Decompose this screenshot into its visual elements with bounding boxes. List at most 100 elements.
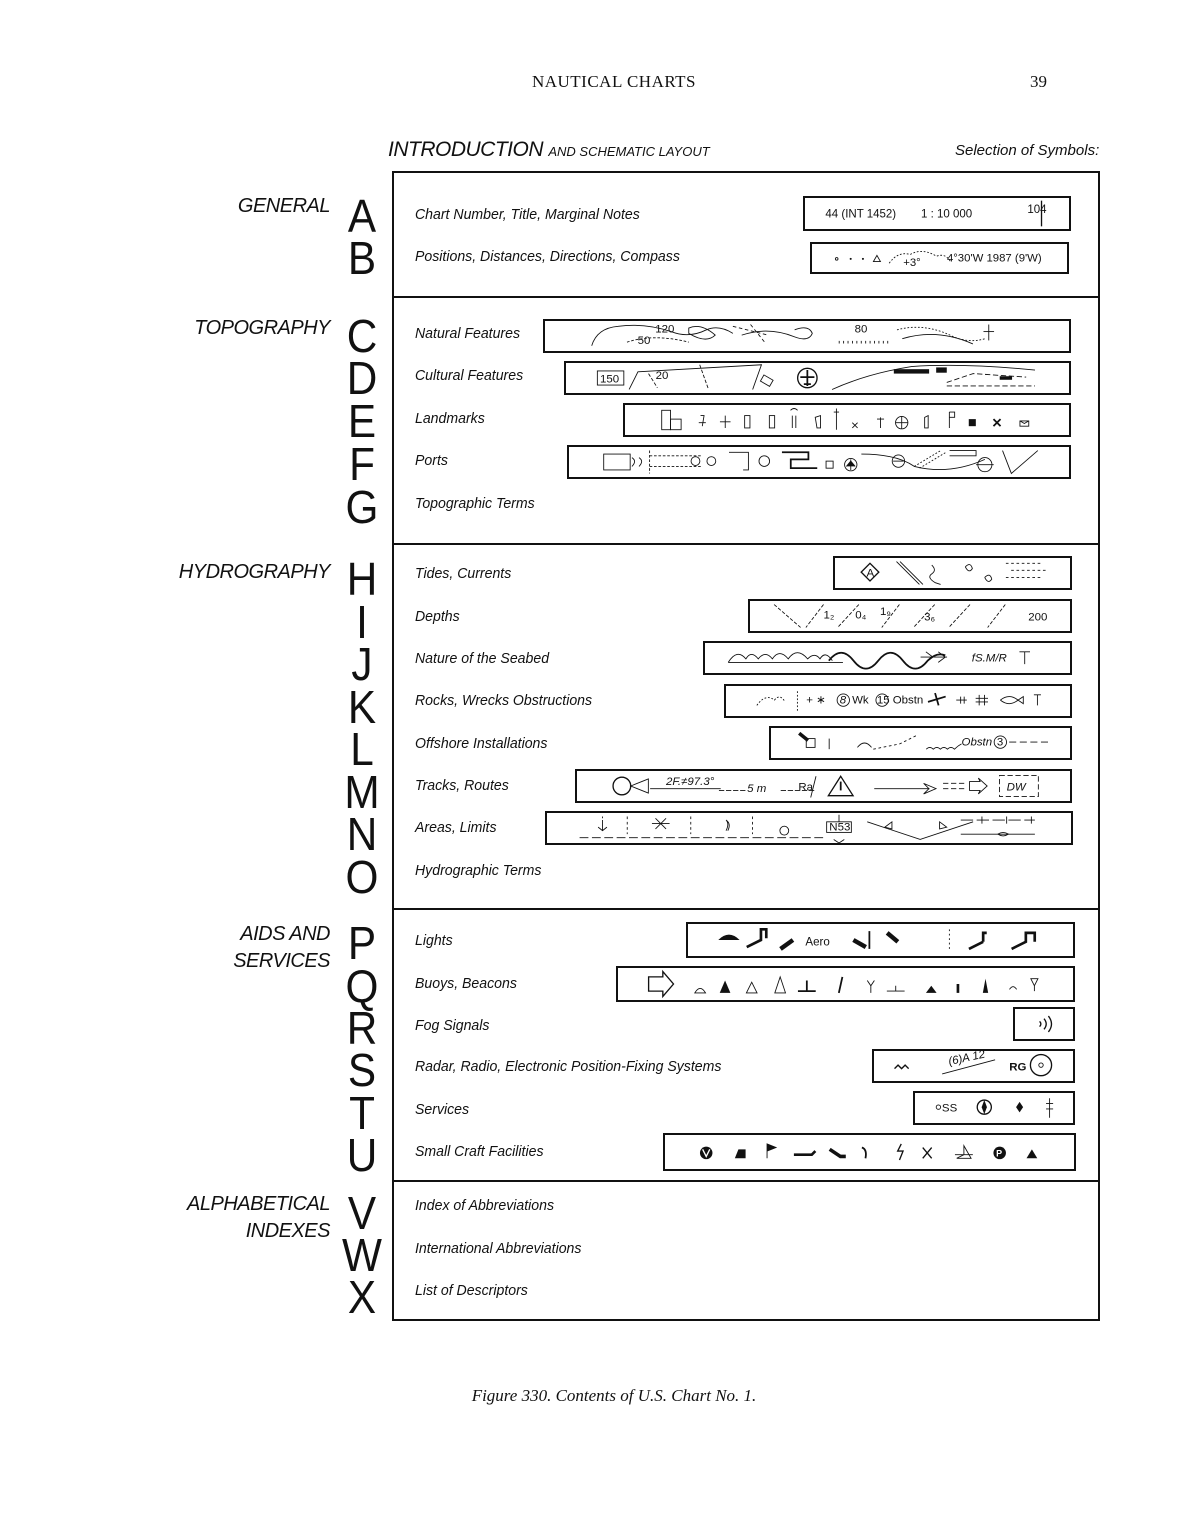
seabed-text: fS.M/R <box>972 653 1007 665</box>
part-letter-j: J <box>351 638 373 690</box>
depth-label: 1₉ <box>880 606 891 618</box>
cultural-150-text: 150 <box>600 373 619 385</box>
part-letter-r: R <box>346 1002 378 1054</box>
symbol-strip-svg: N53 <box>579 814 1035 843</box>
intro-title-main: INTRODUCTION <box>388 138 544 161</box>
running-head-title: NAUTICAL CHARTS <box>531 72 697 91</box>
symbol-strip-svg: Aero <box>718 928 1037 951</box>
section-label-hydrography: HYDROGRAPHY <box>179 559 331 586</box>
section-label-topography: TOPOGRAPHY <box>194 315 330 342</box>
entry-services: Services <box>415 1101 470 1118</box>
symbol-strip-svg: + ∗ 8 Wk 15 Obstn <box>756 691 1041 711</box>
symbol-strip-chart-number: 44 (INT 1452) 1 : 10 000 104 <box>803 196 1071 231</box>
symbol-strip-natural-features: 120 50 80 <box>543 319 1071 353</box>
entry-radar-radio: Radar, Radio, Electronic Position-Fixing… <box>415 1058 722 1075</box>
part-letter-o: O <box>345 851 379 903</box>
symbol-strip-svg: Obstn 3 <box>798 731 1048 750</box>
variation-text: +3° <box>903 257 921 269</box>
symbol-strip-seabed: fS.M/R <box>703 641 1072 675</box>
entry-positions: Positions, Distances, Directions, Compas… <box>415 248 680 265</box>
part-letter-h: H <box>346 553 378 605</box>
symbol-strip-offshore: Obstn 3 <box>769 726 1072 760</box>
entry-topographic-terms: Topographic Terms <box>415 495 535 512</box>
symbol-strip-svg: P <box>699 1143 1038 1161</box>
radar-mark-text: Ra <box>798 781 813 793</box>
tidal-station-text: A <box>866 568 874 580</box>
symbol-strip-svg: SS <box>935 1098 1054 1118</box>
page-number: 39 <box>1030 72 1047 91</box>
entry-chart-number: Chart Number, Title, Marginal Notes <box>415 206 640 223</box>
part-letter-c: C <box>346 310 378 362</box>
section-label-aids-services: AIDS AND SERVICES <box>233 921 330 975</box>
contour-50-text: 50 <box>638 335 651 347</box>
symbol-strip-svg: 1₂ 0₄ 1₉ 3₆ 200 <box>773 604 1047 628</box>
section-label-line: TOPOGRAPHY <box>194 317 330 339</box>
part-letter-u: U <box>346 1129 378 1181</box>
symbol-strip-svg <box>647 969 1039 999</box>
symbol-strip-svg: (6)A 12 RG <box>894 1051 1053 1077</box>
entry-ports: Ports <box>415 452 448 469</box>
symbol-strip-small-craft: P <box>663 1133 1076 1171</box>
aero-light-text: Aero <box>805 936 829 948</box>
radar-beacon-text: RG <box>1009 1061 1026 1073</box>
part-letter-s: S <box>347 1044 377 1096</box>
track-bearing-text: 2F.≠97.3° <box>665 776 715 788</box>
entry-buoys-beacons: Buoys, Beacons <box>415 975 517 992</box>
part-letter-e: E <box>347 395 377 447</box>
entry-list-of-descriptors: List of Descriptors <box>415 1282 528 1299</box>
symbol-strip-svg: 120 50 80 <box>591 323 995 347</box>
depth-label: 3₆ <box>924 611 935 623</box>
depth-200-text: 200 <box>1028 611 1047 623</box>
symbol-strip-tides-currents: A <box>833 556 1072 590</box>
chart-scale-text: 1 : 10 000 <box>921 208 972 220</box>
part-letter-n: N <box>346 808 378 860</box>
entry-areas-limits: Areas, Limits <box>415 819 497 836</box>
section-divider <box>392 1180 1100 1182</box>
part-letter-b: B <box>347 232 377 284</box>
symbol-strip-areas-limits: N53 <box>545 811 1073 845</box>
offshore-obstn-text: Obstn <box>962 737 993 749</box>
entry-cultural-features: Cultural Features <box>415 367 524 384</box>
part-letter-t: T <box>349 1087 375 1139</box>
symbol-strip-lights: Aero <box>686 922 1075 958</box>
selection-of-symbols-label: Selection of Symbols: <box>955 142 1100 159</box>
entry-offshore-installations: Offshore Installations <box>415 735 548 752</box>
symbol-strip-radar-radio: (6)A 12 RG <box>872 1049 1075 1083</box>
part-letter-p: P <box>347 917 377 969</box>
symbol-strip-svg: A <box>860 561 1047 585</box>
depth-label: 1₂ <box>824 610 835 622</box>
signal-station-text: SS <box>942 1103 958 1115</box>
intro-title: INTRODUCTION AND SCHEMATIC LAYOUT <box>388 138 710 162</box>
symbol-strip-tracks-routes: 2F.≠97.3° 5 m Ra DW <box>575 769 1072 803</box>
symbol-strip-svg: 150 20 <box>596 364 1036 390</box>
offshore-depth-text: 3 <box>997 737 1003 749</box>
section-divider <box>392 296 1100 298</box>
symbol-strip-services: SS <box>913 1091 1075 1125</box>
chart-number-text: 44 (INT 1452) <box>825 208 896 220</box>
entry-fog-signals: Fog Signals <box>415 1017 490 1034</box>
symbol-strip-fog-signals <box>1013 1007 1075 1041</box>
part-letter-v: V <box>347 1187 377 1239</box>
racon-text: (6)A 12 <box>947 1051 986 1068</box>
section-label-line: GENERAL <box>237 195 331 217</box>
obstn-text: Obstn <box>893 695 924 707</box>
section-divider <box>392 543 1100 545</box>
symbol-strip-rocks-wrecks: + ∗ 8 Wk 15 Obstn <box>724 684 1072 718</box>
contour-80-text: 80 <box>855 323 868 335</box>
margin-number-text: 104 <box>1027 204 1047 216</box>
part-letter-k: K <box>347 681 377 733</box>
section-divider <box>392 908 1100 910</box>
section-label-line: SERVICES <box>233 950 330 972</box>
entry-rocks-wrecks: Rocks, Wrecks Obstructions <box>415 692 593 709</box>
part-letter-q: Q <box>345 960 379 1012</box>
entry-tracks-routes: Tracks, Routes <box>415 777 509 794</box>
depth-label: 0₄ <box>855 610 866 622</box>
part-letter-a: A <box>347 190 377 242</box>
part-letter-w: W <box>342 1229 382 1281</box>
part-letter-d: D <box>346 352 378 404</box>
symbol-strip-svg <box>1039 1015 1053 1033</box>
symbol-strip-svg: fS.M/R <box>727 651 1030 670</box>
entry-nature-of-seabed: Nature of the Seabed <box>415 650 550 667</box>
entry-index-abbreviations: Index of Abbreviations <box>415 1197 555 1214</box>
wreck-text: Wk <box>852 695 869 707</box>
